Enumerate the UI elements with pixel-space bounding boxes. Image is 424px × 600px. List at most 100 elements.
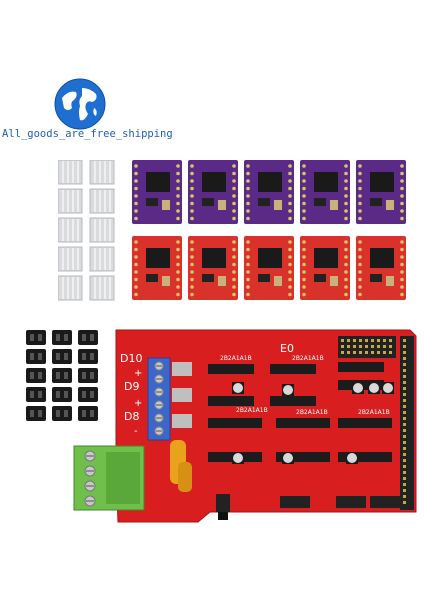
header-pin: [403, 387, 406, 390]
purple-driver: [188, 160, 238, 224]
header-pin: [365, 351, 368, 354]
heatsink: [89, 160, 115, 185]
driver-socket: [208, 364, 254, 374]
heatsink-group: [58, 160, 115, 301]
jumper: [52, 330, 72, 345]
driver-socket: [276, 418, 330, 428]
heatsink: [58, 275, 83, 301]
capacitor: [282, 452, 294, 464]
header-pin: [353, 351, 356, 354]
label-chip-1: 2B2A1A1B: [220, 355, 252, 362]
header-pin: [403, 423, 406, 426]
jumper: [52, 406, 72, 421]
label-d10: D10: [120, 352, 142, 365]
header-pin: [377, 351, 380, 354]
header-pin: [403, 357, 406, 360]
label-chip-2: 2B2A1A1B: [292, 355, 324, 362]
jumper: [78, 330, 98, 345]
header-pin: [403, 363, 406, 366]
red-driver: [188, 236, 238, 300]
header-pin: [383, 345, 386, 348]
blue-terminal-screw: [154, 374, 164, 384]
green-terminal-screw: [84, 495, 96, 507]
header-pin: [403, 417, 406, 420]
heatsink: [58, 217, 83, 243]
label-d8: D8: [124, 410, 139, 423]
header-pin: [403, 399, 406, 402]
green-terminal-screw: [84, 450, 96, 462]
jumper: [52, 349, 72, 364]
capacitor: [232, 382, 244, 394]
purple-driver: [244, 160, 294, 224]
header-pin: [353, 345, 356, 348]
jumper: [26, 368, 46, 383]
capacitor: [346, 452, 358, 464]
blue-terminal-screw: [154, 361, 164, 371]
header-pin: [403, 381, 406, 384]
red-driver-row: [132, 236, 406, 300]
header-pin: [403, 447, 406, 450]
header-pin: [403, 369, 406, 372]
label-e0: E0: [280, 342, 294, 355]
header-pin: [347, 345, 350, 348]
capacitor: [382, 382, 394, 394]
label-chip-4: 2B2A1A1B: [296, 409, 328, 416]
header-pin: [403, 339, 406, 342]
header-pin: [371, 351, 374, 354]
header-pin: [403, 453, 406, 456]
header-pin: [341, 339, 344, 342]
driver-socket: [270, 364, 316, 374]
header-pin: [359, 345, 362, 348]
jumper: [52, 368, 72, 383]
blue-terminal-screw: [154, 413, 164, 423]
header-pin: [403, 489, 406, 492]
driver-socket: [276, 452, 330, 462]
capacitor: [352, 382, 364, 394]
driver-socket: [208, 396, 254, 406]
jumper: [52, 387, 72, 402]
label-d9: D9: [124, 380, 139, 393]
header-pin: [403, 465, 406, 468]
blue-terminal-screw: [154, 400, 164, 410]
logo-caption: All_goods_are_free_shipping: [2, 128, 173, 140]
header-pin: [403, 411, 406, 414]
jumper-group: [26, 330, 98, 421]
driver-socket: [338, 452, 392, 462]
jumper: [26, 406, 46, 421]
header-pin: [403, 471, 406, 474]
jumper: [26, 387, 46, 402]
label-plus-1: +: [134, 368, 142, 379]
header-pin: [403, 495, 406, 498]
header-pin: [383, 339, 386, 342]
purple-driver: [132, 160, 182, 224]
header-pin: [403, 477, 406, 480]
header-pin: [383, 351, 386, 354]
green-terminal-screw: [84, 480, 96, 492]
header-pin: [403, 375, 406, 378]
jumper: [78, 406, 98, 421]
blue-terminal-screw: [154, 426, 164, 436]
header-pin: [389, 351, 392, 354]
heatsink: [58, 160, 83, 185]
jumper: [78, 387, 98, 402]
label-chip-3: 2B2A1A1B: [236, 407, 268, 414]
header-pin: [341, 351, 344, 354]
purple-driver-row: [132, 160, 406, 224]
header-pin: [403, 345, 406, 348]
header-pin: [365, 345, 368, 348]
blue-terminal-screw: [154, 387, 164, 397]
header-pin: [371, 345, 374, 348]
header-pin: [377, 345, 380, 348]
ramps-board: D10 D9 D8 + + - E0 2B2A1A1B 2B2A1A1B 2B2…: [73, 329, 417, 523]
globe-icon: [54, 78, 106, 130]
red-driver: [356, 236, 406, 300]
purple-driver: [356, 160, 406, 224]
header-pin: [341, 345, 344, 348]
header-pin: [403, 483, 406, 486]
label-chip-5: 2B2A1A1B: [358, 409, 390, 416]
header-pin: [403, 435, 406, 438]
header-pin: [347, 351, 350, 354]
header-pin: [389, 339, 392, 342]
header-pin: [403, 501, 406, 504]
